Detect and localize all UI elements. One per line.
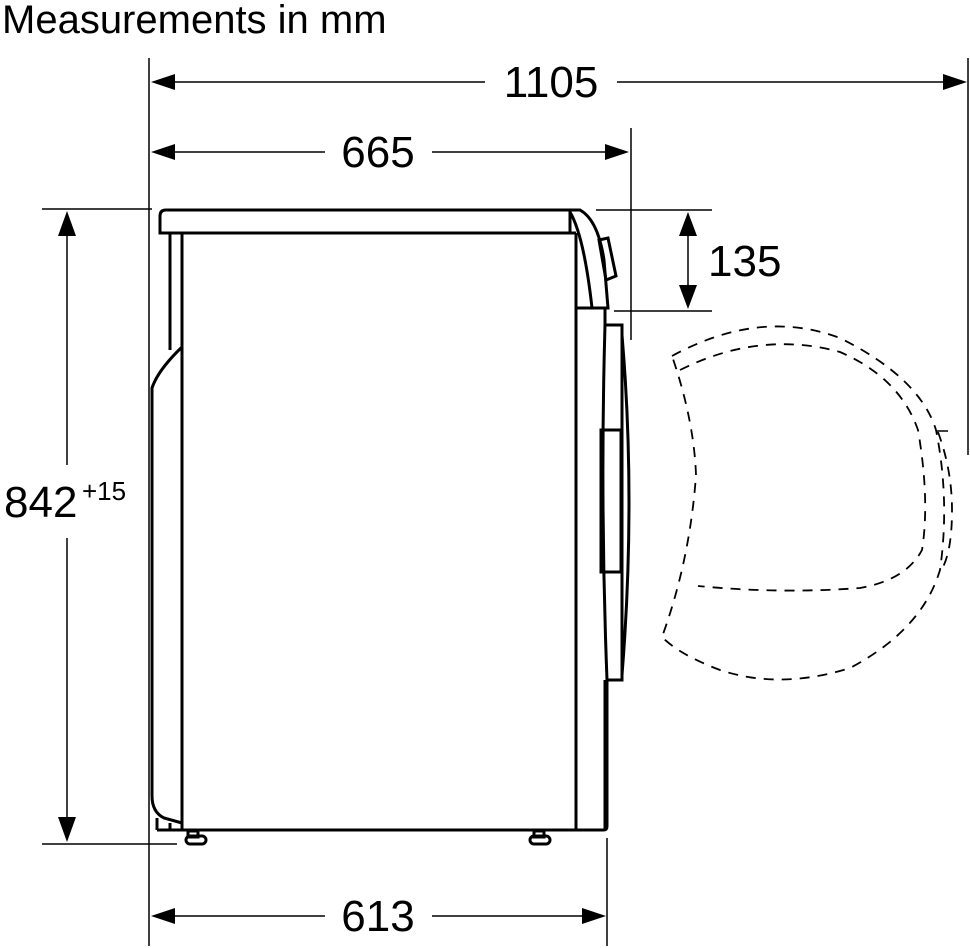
dimension-label-1105: 1105: [504, 58, 599, 107]
appliance-body: [150, 208, 609, 832]
dimension-1105: 1105: [151, 58, 967, 107]
dimension-label-842: 842: [4, 478, 77, 527]
dimension-label-135: 135: [708, 237, 781, 286]
dimension-665: 665: [151, 128, 629, 177]
door-handle: [599, 428, 623, 574]
foot-rear: [184, 834, 208, 846]
control-panel: [568, 208, 618, 325]
rear-bulge: [150, 345, 184, 825]
extension-lines: [42, 58, 969, 946]
front-door-closed: [599, 323, 631, 830]
diagram-title: Measurements in mm: [2, 0, 387, 42]
worktop: [158, 208, 572, 235]
foot-front: [528, 834, 552, 846]
dimension-label-613: 613: [341, 892, 414, 941]
door-open-outline: [660, 325, 953, 681]
control-knob: [597, 236, 618, 283]
dimension-label-665: 665: [341, 128, 414, 177]
dimension-135: 135: [679, 212, 781, 309]
feet: [184, 829, 552, 846]
dimension-842: 842 +15: [4, 211, 126, 842]
dimension-tolerance-superscript: +15: [82, 476, 126, 506]
dimension-613: 613: [151, 892, 606, 941]
